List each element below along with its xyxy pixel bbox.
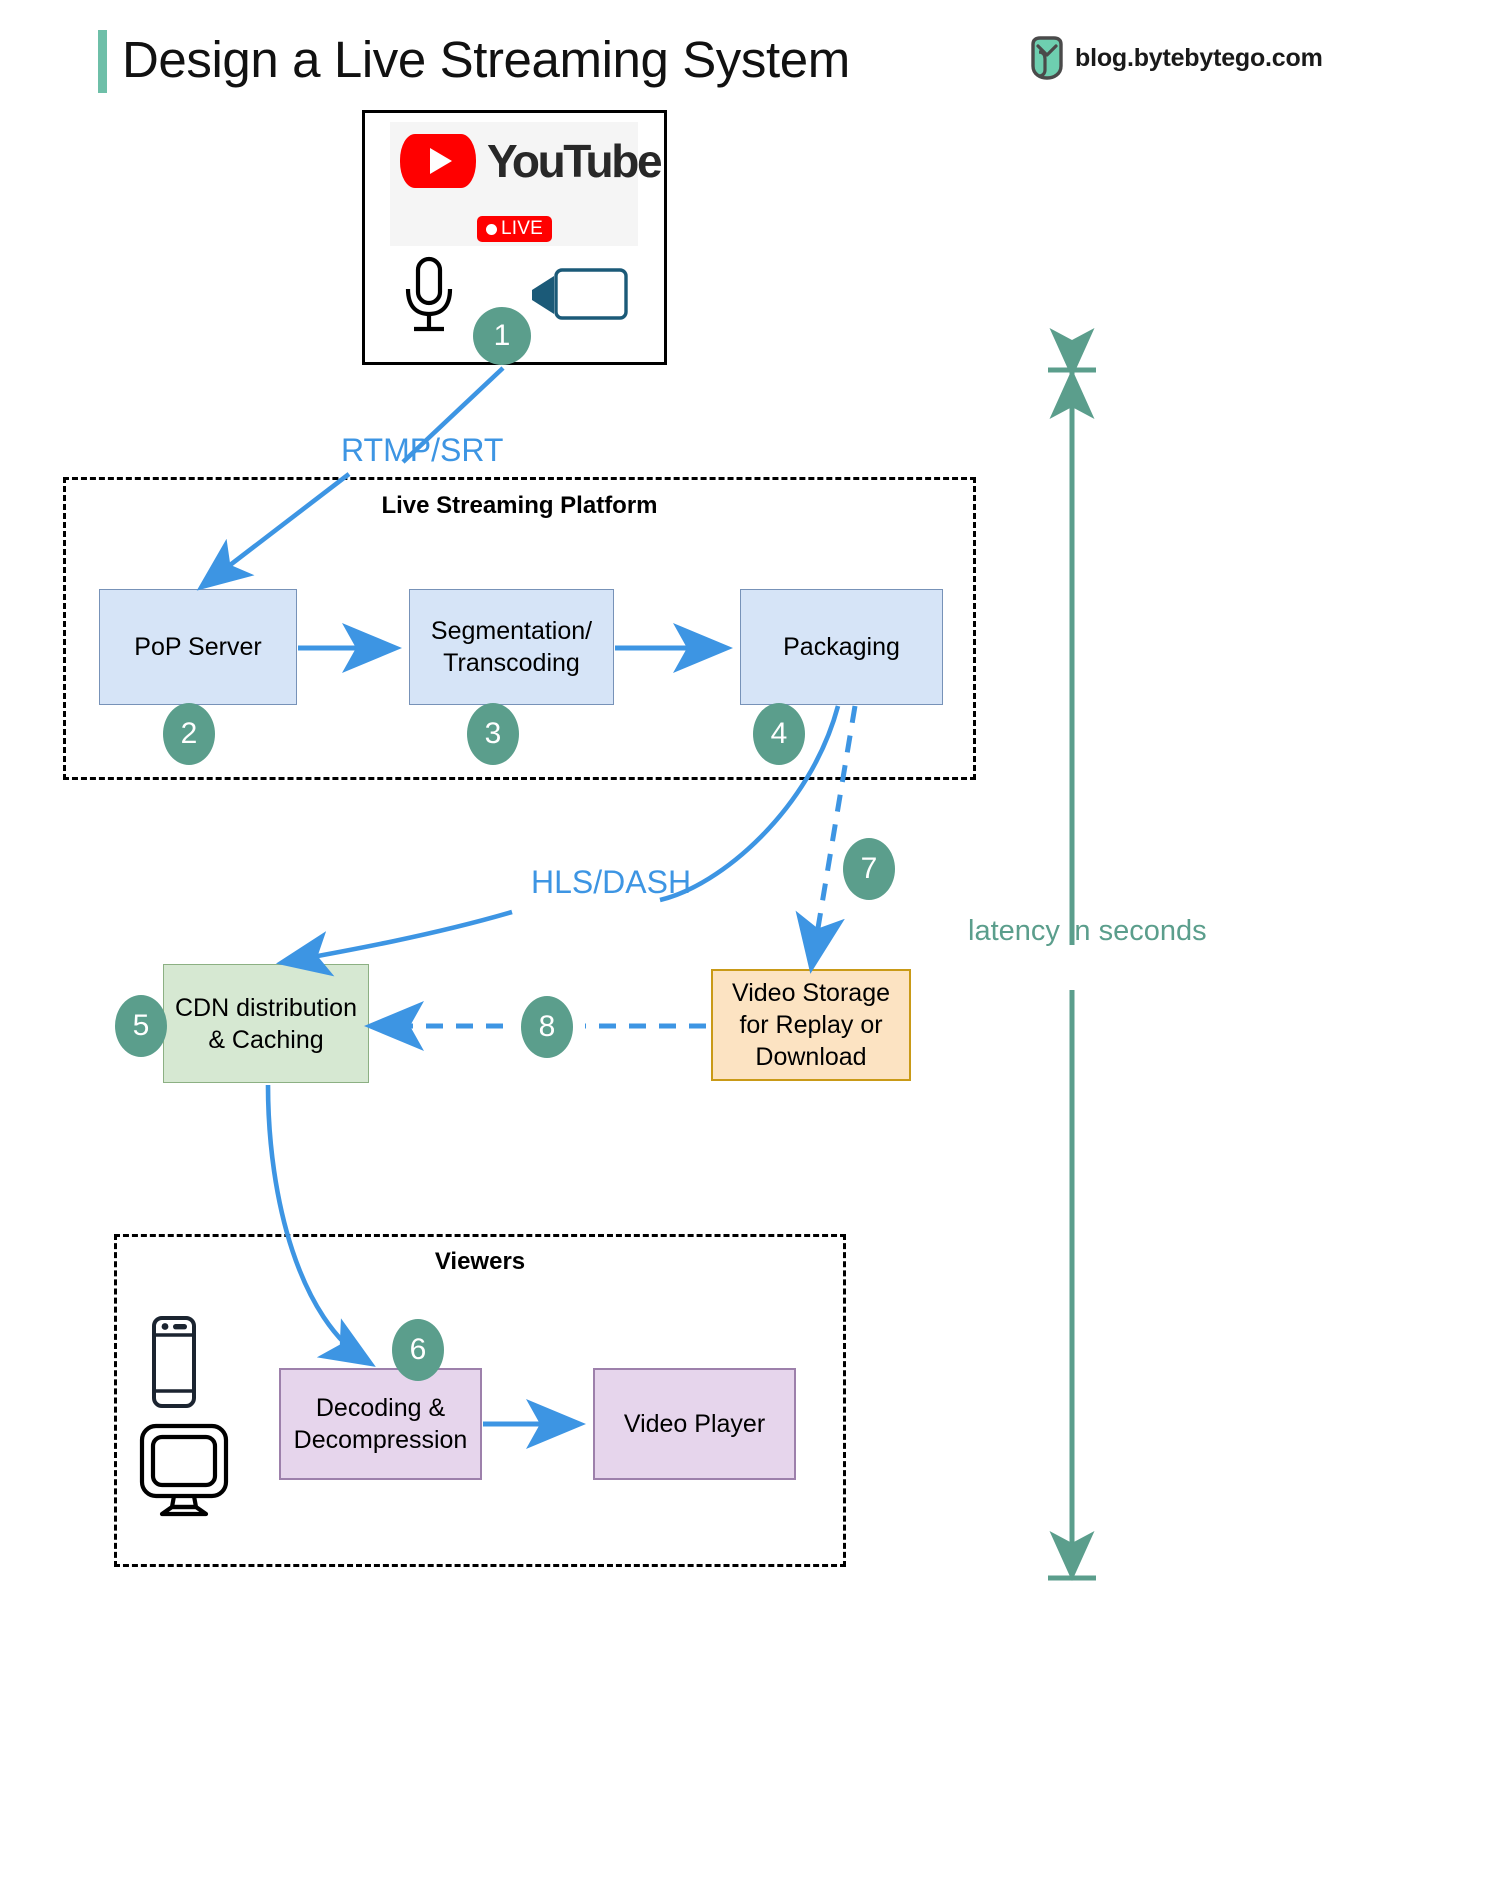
node-video-storage[interactable]: Video Storage for Replay or Download: [711, 969, 911, 1081]
step-badge-2-label: 2: [180, 717, 198, 750]
node-video-storage-line2: for Replay or: [739, 1011, 883, 1039]
step-badge-7-label: 7: [860, 852, 878, 885]
node-cdn-line2: & Caching: [208, 1025, 324, 1054]
microphone-icon: [398, 256, 460, 341]
title-accent-bar: [98, 30, 107, 93]
edge-label-hls-dash: HLS/DASH: [531, 864, 692, 900]
step-badge-4: 4: [753, 703, 805, 765]
step-badge-4-label: 4: [770, 717, 788, 750]
node-video-player-label: Video Player: [623, 1410, 766, 1438]
node-decoding-line2: Decompression: [293, 1426, 468, 1454]
page-title: Design a Live Streaming System: [122, 31, 850, 88]
mobile-phone-icon: [150, 1315, 206, 1416]
edge-label-rtmp-srt: RTMP/SRT: [341, 432, 504, 468]
brand-block: blog.bytebytego.com: [1030, 36, 1323, 80]
step-badge-6-label: 6: [409, 1333, 427, 1366]
youtube-wordmark: YouTube: [487, 135, 663, 187]
node-pop-server-label: PoP Server: [134, 633, 262, 661]
node-segmentation-transcoding[interactable]: Segmentation/ Transcoding: [409, 589, 614, 705]
viewers-group: [114, 1234, 846, 1567]
desktop-monitor-icon: [138, 1423, 230, 1522]
node-decoding-decompression[interactable]: Decoding & Decompression: [279, 1368, 482, 1480]
node-video-storage-line1: Video Storage: [732, 979, 890, 1007]
page-header: Design a Live Streaming System blog.byte…: [0, 0, 1508, 110]
step-badge-5-label: 5: [132, 1009, 150, 1042]
step-badge-6: 6: [392, 1319, 444, 1381]
viewers-group-label: Viewers: [434, 1248, 526, 1275]
step-badge-2: 2: [163, 703, 215, 765]
node-segmentation-line2: Transcoding: [443, 649, 580, 677]
step-badge-3-label: 3: [484, 717, 502, 750]
step-badge-8: 8: [521, 996, 573, 1058]
step-badge-1-label: 1: [473, 307, 531, 365]
node-video-player[interactable]: Video Player: [593, 1368, 796, 1480]
step-badge-3: 3: [467, 703, 519, 765]
node-video-storage-line3: Download: [755, 1043, 867, 1071]
live-badge-label: LIVE: [501, 218, 543, 239]
step-badge-5: 5: [115, 995, 167, 1057]
node-packaging[interactable]: Packaging: [740, 589, 943, 705]
step-badge-8-label: 8: [538, 1010, 556, 1043]
brand-url-text: blog.bytebytego.com: [1075, 43, 1323, 72]
live-streaming-platform-group: [63, 477, 976, 780]
bytebytego-logo-icon: [1031, 36, 1063, 80]
node-segmentation-line1: Segmentation/: [430, 617, 593, 645]
live-badge: LIVE: [477, 216, 552, 242]
step-badge-7: 7: [843, 838, 895, 900]
latency-axis-label: latency in seconds: [968, 915, 1207, 947]
step-badge-1: 1: [473, 307, 531, 365]
node-cdn-distribution[interactable]: CDN distribution & Caching: [163, 964, 369, 1083]
youtube-play-icon: [400, 134, 476, 188]
node-cdn-line1: CDN distribution: [174, 993, 357, 1022]
node-decoding-line1: Decoding &: [315, 1394, 446, 1422]
live-dot-icon: [486, 223, 497, 235]
youtube-logo: YouTube: [400, 133, 663, 189]
video-camera-icon: [530, 268, 628, 325]
node-packaging-label: Packaging: [783, 633, 900, 661]
live-streaming-platform-label: Live Streaming Platform: [381, 492, 658, 519]
